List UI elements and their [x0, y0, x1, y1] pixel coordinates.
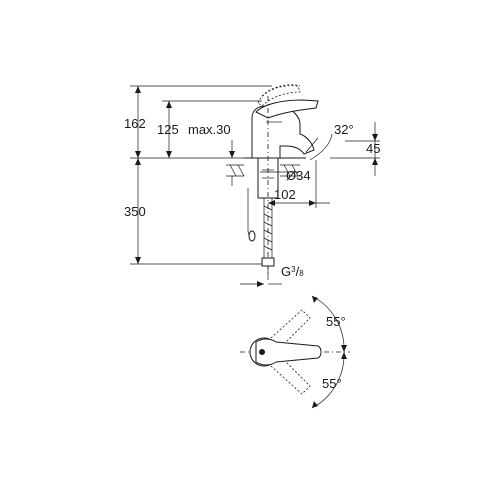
supply-hose — [263, 198, 273, 258]
dimension-spout-reach: 102 — [274, 187, 296, 202]
angle-arrows-upper — [312, 296, 347, 352]
deck-thickness-arrow — [229, 151, 235, 158]
dimension-arrows-125 — [166, 101, 172, 158]
hose-nut — [261, 257, 275, 267]
angle-leader-32 — [305, 137, 319, 153]
dimension-arrows-45 — [372, 134, 378, 165]
handle-open-outline — [257, 85, 301, 107]
handle-rotated-down-outline — [261, 347, 311, 395]
dimension-spout-outlet: 45 — [366, 141, 380, 156]
popup-rod-end — [248, 230, 256, 242]
angle-arrows-lower — [312, 352, 347, 408]
dimension-handle-angle: 32° — [334, 122, 354, 137]
angle-arc-32 — [309, 133, 333, 161]
dimension-deck-thickness: max.30 — [188, 122, 231, 137]
side-view: 162 125 max.30 350 — [124, 84, 380, 287]
thread-arrow — [257, 281, 264, 287]
angle-arc-upper — [311, 295, 345, 353]
dimension-hose-length: 350 — [124, 204, 146, 219]
faucet-body — [251, 105, 315, 159]
dimension-hole-diameter: Ø34 — [286, 168, 311, 183]
deck-hatching — [229, 164, 299, 177]
deck-section — [226, 164, 300, 177]
dimension-total-height: 162 — [124, 116, 146, 131]
dimension-spout-height: 125 — [157, 122, 179, 137]
handle-pivot — [259, 349, 265, 355]
faucet-handle — [255, 99, 319, 119]
top-view: 55° 55° — [240, 295, 350, 409]
thread-size: G3/8 — [281, 264, 304, 279]
angle-upper-label: 55° — [326, 314, 346, 329]
handle-rotated-up-outline — [261, 309, 311, 357]
angle-arc-lower — [311, 351, 345, 409]
handle-open-outline-2 — [261, 84, 301, 97]
angle-lower-label: 55° — [322, 376, 342, 391]
faucet-handle-top — [255, 338, 322, 366]
hose-braid — [263, 205, 273, 251]
popup-rod — [247, 188, 253, 237]
